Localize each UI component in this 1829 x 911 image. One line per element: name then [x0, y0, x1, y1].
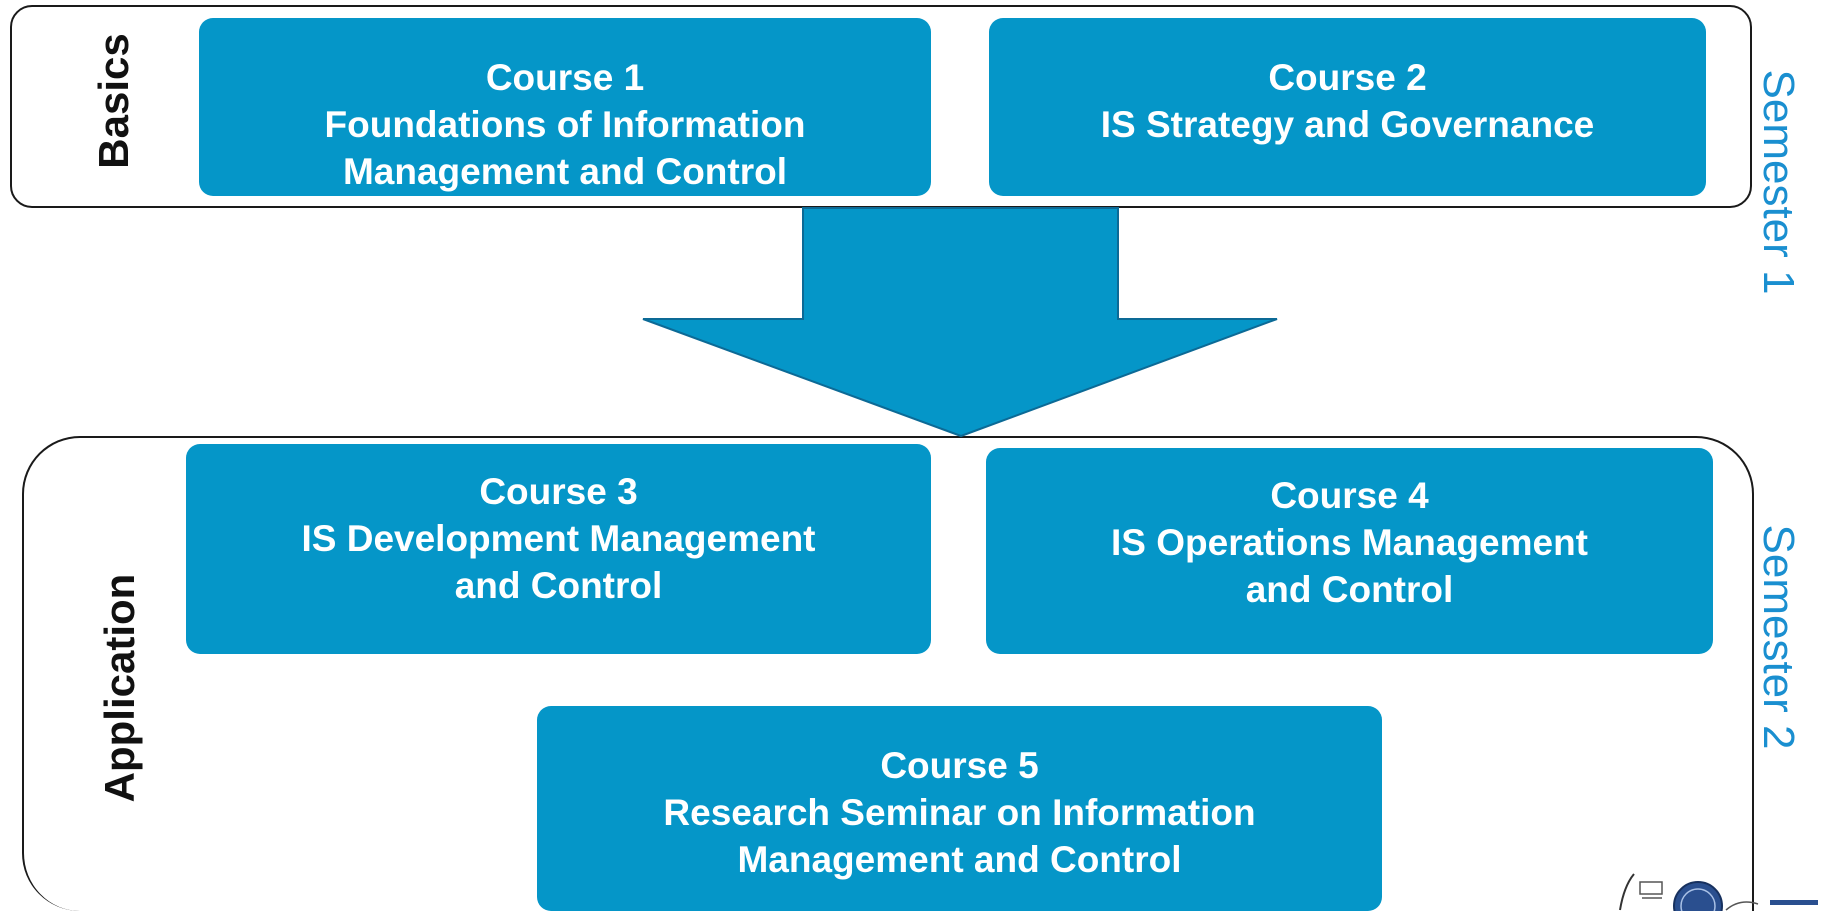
university-logo-icon: [1619, 873, 1663, 911]
course-4-title: Course 4: [1270, 475, 1429, 516]
course-1-line-2: Management and Control: [342, 151, 788, 192]
seal-logo-icon: [1673, 881, 1818, 911]
course-5-title: Course 5: [880, 745, 1039, 786]
application-section-frame: [22, 436, 1754, 911]
course-1-line-1: Foundations of Information: [324, 104, 806, 145]
semester-label-1: Semester 1: [1754, 69, 1803, 295]
course-1-box: Course 1 Foundations of Information Mana…: [199, 18, 931, 196]
course-1-title: Course 1: [485, 57, 645, 98]
course-3-title: Course 3: [479, 471, 638, 512]
course-2-box: Course 2 IS Strategy and Governance: [989, 18, 1706, 196]
semester-label-2: Semester 2: [1754, 524, 1803, 750]
course-4-box: Course 4 IS Operations Management and Co…: [986, 448, 1713, 654]
course-5-box: Course 5 Research Seminar on Information…: [537, 706, 1382, 911]
phase-label-basics: Basics: [90, 33, 137, 169]
course-5-line-1: Research Seminar on Information: [663, 792, 1256, 833]
course-2-line-1: IS Strategy and Governance: [1100, 104, 1595, 145]
course-5-line-2: Management and Control: [737, 839, 1182, 880]
course-3-box: Course 3 IS Development Management and C…: [186, 444, 931, 654]
logos-strip: [1619, 873, 1818, 911]
course-3-line-2: and Control: [454, 565, 663, 606]
course-4-line-1: IS Operations Management: [1111, 522, 1588, 563]
course-4-line-2: and Control: [1245, 569, 1454, 610]
course-2-title: Course 2: [1268, 57, 1427, 98]
course-3-line-1: IS Development Management: [301, 518, 816, 559]
phase-label-application: Application: [96, 573, 143, 803]
